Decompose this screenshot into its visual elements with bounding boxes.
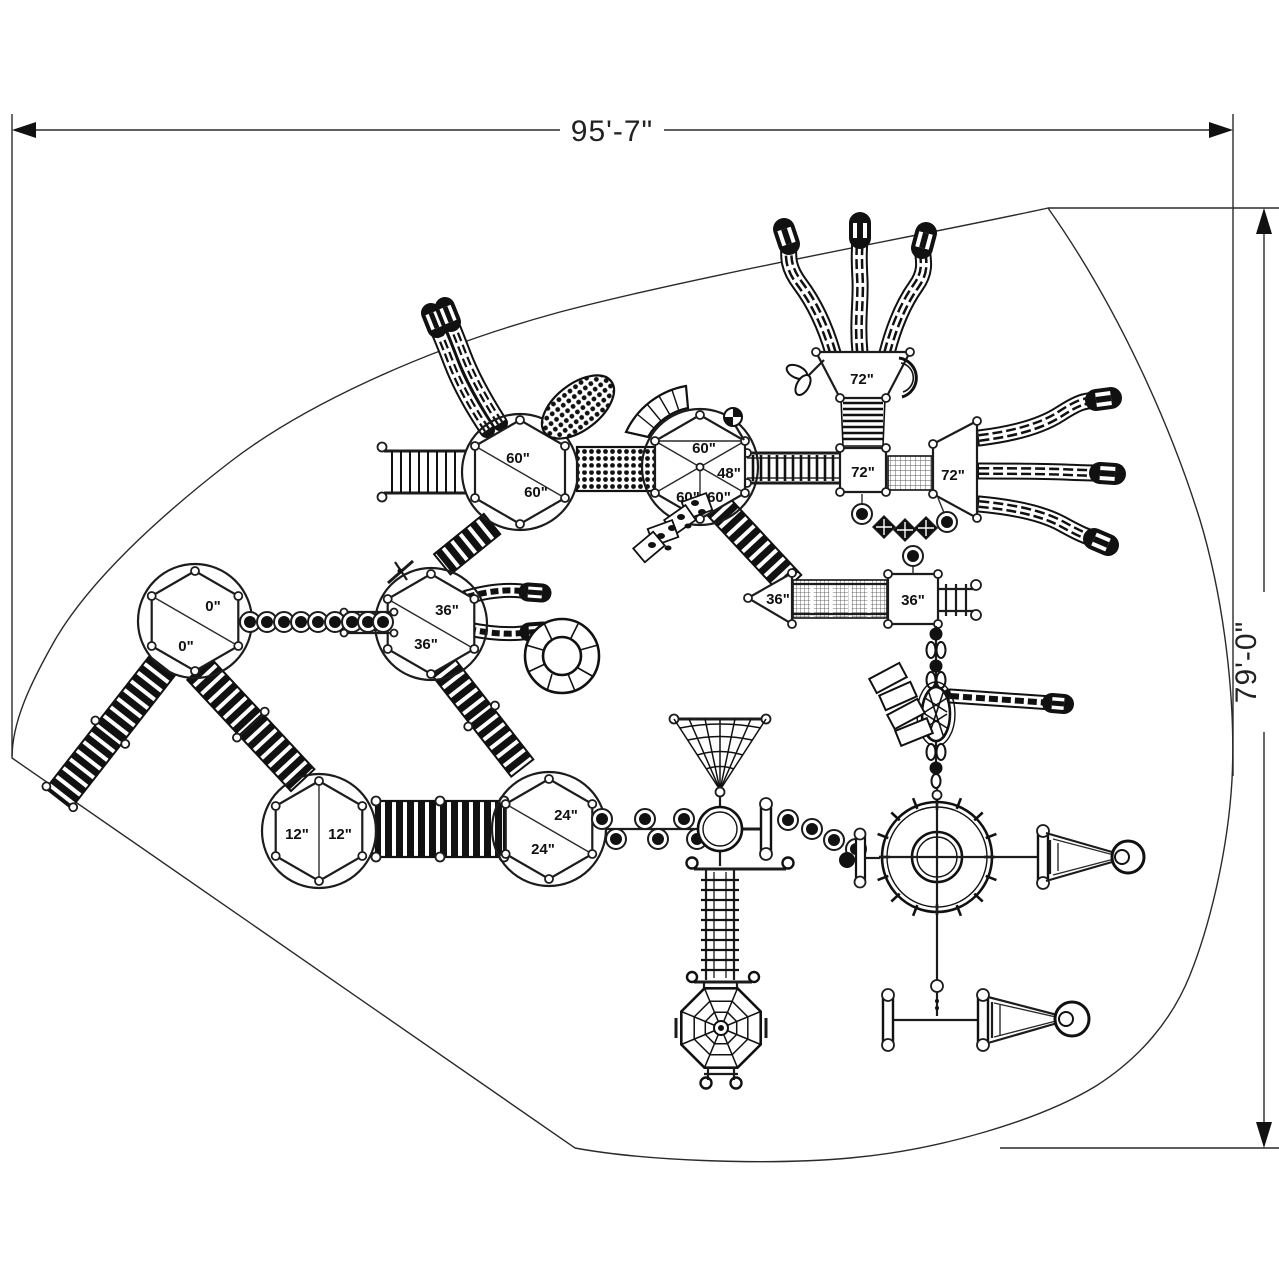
diamond-pod bbox=[913, 515, 939, 541]
spider-web-climber bbox=[674, 982, 768, 1090]
deck-height-label: 24" bbox=[531, 841, 555, 858]
vertical-ladder-below-hub bbox=[685, 856, 795, 984]
arrowhead-right bbox=[1209, 122, 1233, 138]
bridge-hex12-to-hex24 bbox=[370, 795, 510, 863]
deck-height-label: 0" bbox=[178, 638, 193, 655]
stair-hex0-to-hex12 bbox=[185, 656, 316, 793]
deck-height-label: 60" bbox=[707, 489, 731, 506]
deck-height-label: 36" bbox=[766, 591, 790, 608]
platform-hex-0: 0" 0" bbox=[136, 562, 254, 680]
ramp-hex0-down-left bbox=[41, 654, 177, 813]
deck-height-label: 60" bbox=[506, 450, 530, 467]
stepping-pods-hex0-to-hex36 bbox=[239, 607, 399, 638]
rock-step-fan bbox=[867, 661, 935, 748]
deck-height-label: 36" bbox=[435, 602, 459, 619]
climbing-wall-hex60L bbox=[540, 374, 616, 440]
arrowhead-left bbox=[12, 122, 36, 138]
straight-slide-chain-climber-right bbox=[942, 688, 1074, 714]
glider-swing-bottom bbox=[881, 915, 1091, 1052]
width-dimension-label: 95'-7" bbox=[571, 115, 653, 148]
deck-height-label: 48" bbox=[717, 465, 741, 482]
deck-height-label: 36" bbox=[901, 592, 925, 609]
platform-hex-24: 24" 24" bbox=[490, 770, 608, 888]
diamond-pod bbox=[871, 514, 897, 540]
deck-height-label: 12" bbox=[285, 826, 309, 843]
height-dimension: 79'-0" bbox=[1000, 207, 1279, 1149]
rock-climber-arc-hex60R bbox=[624, 384, 690, 439]
width-dimension: 95'-7" bbox=[11, 114, 1234, 776]
stepping-pods-deck72-to-sq36 bbox=[851, 494, 958, 574]
double-slide-hex60L-up-left bbox=[421, 297, 508, 438]
ladder-right-of-sq36 bbox=[938, 579, 982, 621]
platform-sq-36: 36" bbox=[883, 569, 943, 629]
platform-deck-72-square: 72" bbox=[835, 443, 891, 497]
arrowhead-down bbox=[1256, 1122, 1272, 1148]
center-hub bbox=[696, 796, 773, 866]
height-dimension-label: 79'-0" bbox=[1230, 621, 1263, 703]
deck-height-label: 0" bbox=[205, 598, 220, 615]
deck-height-label: 72" bbox=[851, 464, 875, 481]
propeller-spinner bbox=[785, 359, 825, 396]
deck-height-label: 24" bbox=[554, 807, 578, 824]
deck-height-label: 36" bbox=[414, 636, 438, 653]
platform-deck-72-top: 72" bbox=[811, 347, 915, 403]
overhead-track-ride bbox=[839, 788, 1037, 917]
tube-turn-slide bbox=[523, 617, 601, 695]
triple-wave-slide-right bbox=[970, 387, 1126, 556]
platform-tri-36: 36" bbox=[743, 568, 797, 629]
glider-swing-right bbox=[1036, 824, 1146, 890]
cup-handle bbox=[898, 356, 918, 399]
deck-height-label: 12" bbox=[328, 826, 352, 843]
steering-wheel-topper bbox=[723, 407, 745, 441]
deck-height-label: 60" bbox=[692, 440, 716, 457]
rock-steps-hex60R bbox=[631, 491, 714, 564]
diamond-pod bbox=[892, 517, 918, 543]
deck-height-label: 72" bbox=[941, 467, 965, 484]
anemometer-icon bbox=[387, 559, 414, 585]
mesh-bridge-deck72sq-to-deck72right bbox=[887, 455, 933, 491]
mesh-bridge-tri36-to-sq36 bbox=[792, 579, 888, 619]
platform-hex-36: 36" 36" bbox=[373, 566, 489, 682]
deck-height-label: 60" bbox=[524, 484, 548, 501]
net-fan-climber bbox=[668, 713, 772, 798]
horizontal-ladder-left-of-hex60L bbox=[376, 441, 466, 503]
ladder-deck72top-to-deck72sq bbox=[840, 397, 886, 447]
stepping-pods-hex24-to-hub bbox=[591, 808, 708, 850]
arrowhead-up bbox=[1256, 208, 1272, 234]
platform-hex-12: 12" 12" bbox=[260, 772, 378, 890]
triple-wave-slide-top bbox=[773, 212, 937, 362]
deck-height-label: 72" bbox=[850, 371, 874, 388]
platform-hex-60-left: 60" 60" bbox=[460, 412, 580, 532]
platform-deck-72-right: 72" bbox=[928, 416, 982, 523]
